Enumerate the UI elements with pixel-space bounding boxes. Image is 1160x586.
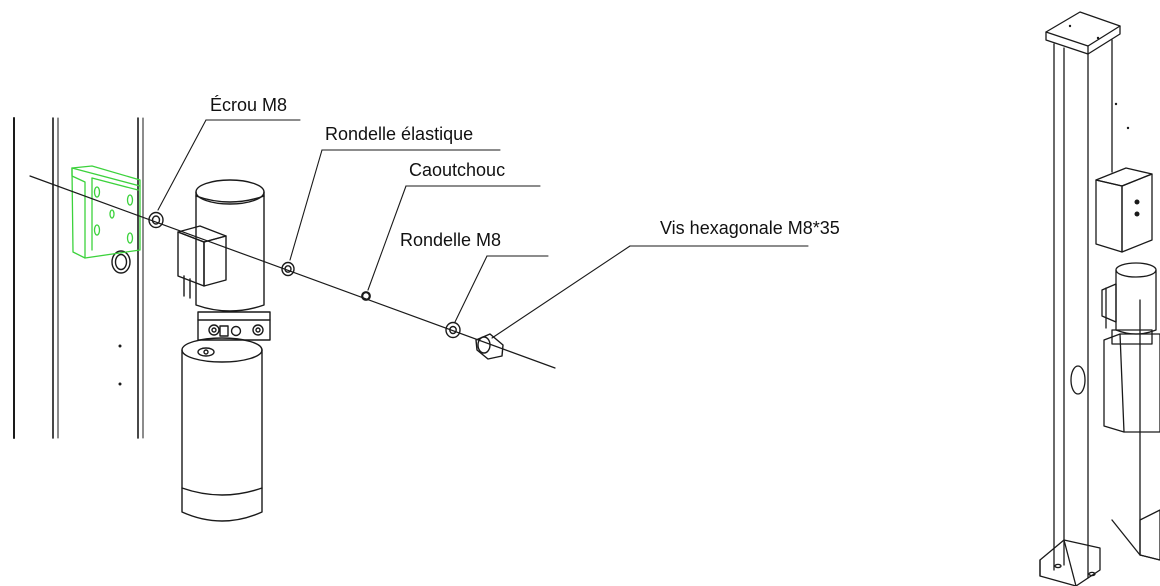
- junction-box: [177, 225, 227, 299]
- spring-washer-part: [281, 261, 295, 277]
- hex-bolt-leader: [491, 245, 809, 339]
- washer-leader: [454, 255, 549, 323]
- overview-power-unit: [1101, 262, 1160, 433]
- nut-leader: [157, 119, 301, 211]
- mounting-bracket: [71, 165, 141, 259]
- overview-base: [1039, 509, 1160, 586]
- hex-bolt-part: [475, 333, 504, 360]
- valve-block: [197, 311, 271, 341]
- label-nut: Écrou M8: [210, 95, 288, 115]
- label-hex-bolt: Vis hexagonale M8*35: [660, 218, 840, 238]
- column-hole: [111, 250, 131, 274]
- assembly-axis: [29, 175, 556, 369]
- column-overview: [1039, 11, 1160, 586]
- nut-part: [148, 211, 164, 229]
- hydraulic-power-unit: [177, 179, 271, 522]
- label-spring-washer: Rondelle élastique: [325, 124, 474, 144]
- overview-control-box: [1095, 167, 1153, 253]
- oil-tank: [181, 337, 263, 522]
- rubber-leader: [367, 185, 541, 291]
- leader-lines: [157, 119, 809, 339]
- label-rubber: Caoutchouc: [409, 160, 506, 180]
- washer-part: [445, 321, 461, 339]
- column-section: [13, 117, 144, 439]
- rubber-part: [361, 291, 371, 301]
- spring-washer-leader: [289, 149, 501, 261]
- label-washer: Rondelle M8: [400, 230, 502, 250]
